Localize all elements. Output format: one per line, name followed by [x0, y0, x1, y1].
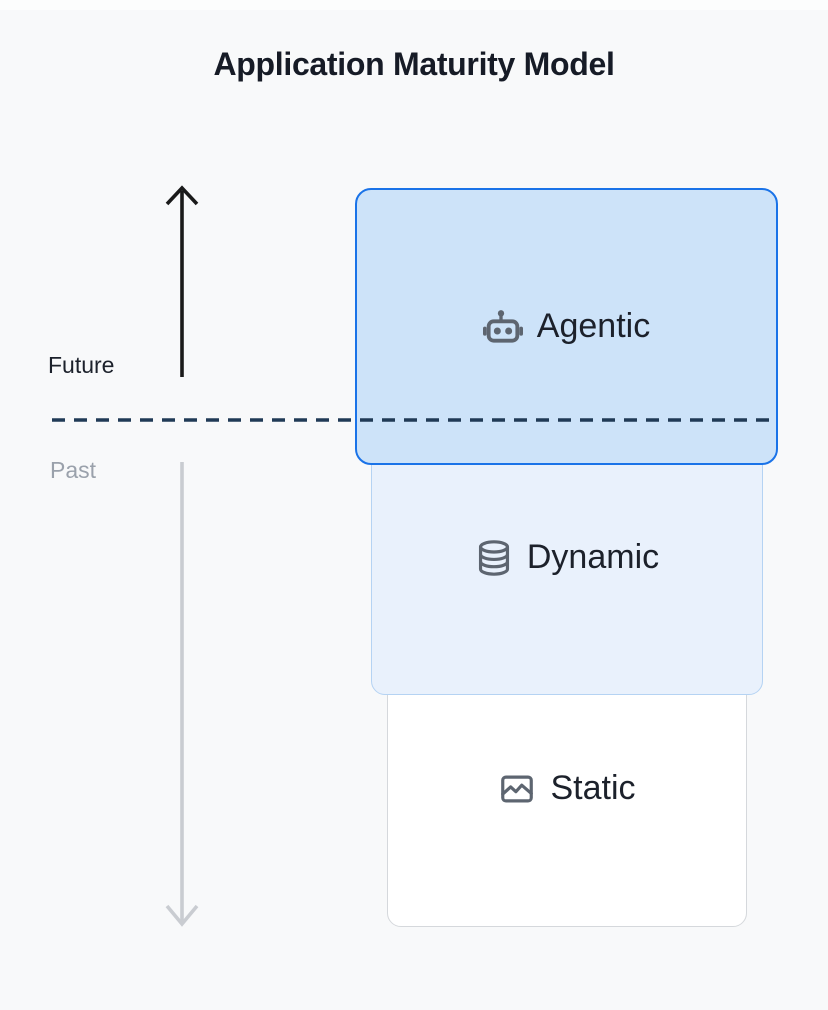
database-icon	[475, 539, 513, 577]
level-row: Agentic	[482, 307, 651, 347]
level-card-agentic: Agentic	[355, 188, 778, 465]
past-arrow-icon	[165, 462, 199, 927]
past-label: Past	[50, 457, 97, 483]
level-label-dynamic: Dynamic	[526, 538, 660, 576]
level-row: Static	[498, 769, 636, 808]
future-label: Future	[48, 352, 115, 378]
robot-icon	[482, 307, 523, 347]
level-label-static: Static	[550, 769, 636, 807]
level-card-static: Static	[387, 650, 747, 927]
image-icon	[498, 770, 536, 808]
future-arrow-icon	[165, 185, 199, 377]
timeline-divider-line	[52, 418, 777, 422]
page-title: Application Maturity Model	[213, 46, 615, 82]
level-row: Dynamic	[475, 538, 659, 577]
level-label-agentic: Agentic	[536, 307, 651, 345]
top-strip	[0, 0, 828, 10]
